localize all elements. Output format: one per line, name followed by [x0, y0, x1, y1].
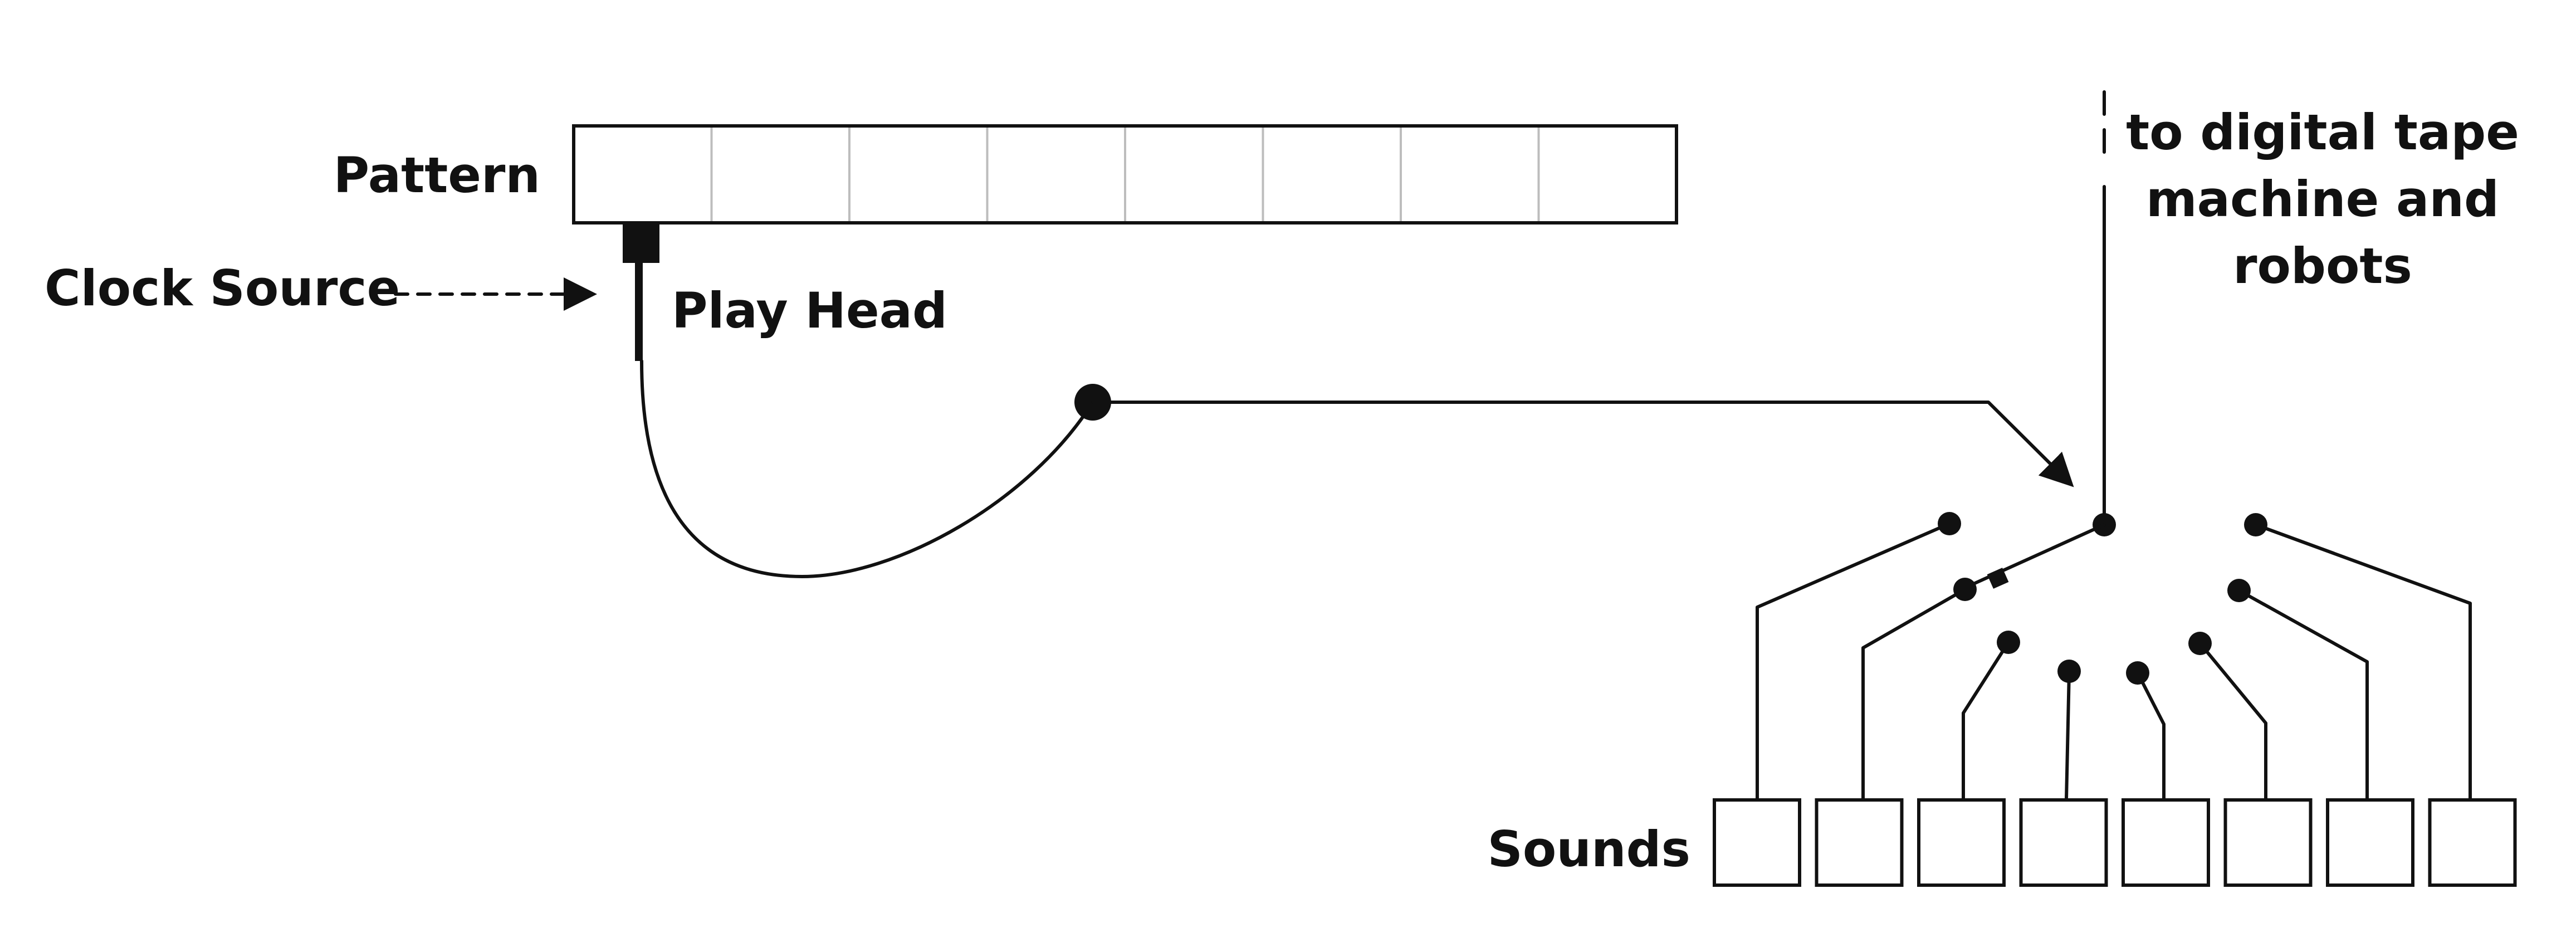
sound-contact-8 [2244, 513, 2472, 801]
play-head-cap [623, 223, 659, 263]
clock-source-label: Clock Source [45, 260, 400, 317]
rotary-selector [1756, 512, 2472, 801]
sound-box-8 [2428, 798, 2517, 887]
sounds-label: Sounds [1487, 821, 1690, 878]
pattern-strip [572, 124, 1678, 224]
sound-contact-4 [2057, 660, 2081, 801]
sound-contact-5 [2126, 661, 2166, 801]
play-head [623, 223, 659, 361]
output-label-line-1: to digital tape [2126, 104, 2519, 161]
output-label-line-2: machine and [2146, 170, 2499, 228]
pattern-step-dividers [710, 128, 1540, 221]
sound-box-3 [1917, 798, 2006, 887]
selector-arm [1963, 523, 2106, 589]
pattern-label: Pattern [334, 147, 540, 204]
sound-box-1 [1713, 798, 1801, 887]
sound-box-row [1713, 798, 2517, 887]
play-head-label: Play Head [672, 282, 947, 339]
sound-contact-6 [2188, 632, 2267, 801]
play-head-cable [640, 359, 1094, 578]
sound-box-2 [1815, 798, 1904, 887]
selector-control-line [1091, 401, 2074, 487]
sound-contact-1 [1756, 512, 1961, 801]
sound-box-5 [2122, 798, 2210, 887]
selector-arm-tab [1987, 568, 2009, 589]
play-head-needle [635, 262, 643, 361]
sound-box-6 [2223, 798, 2313, 887]
sound-contact-3 [1962, 631, 2020, 801]
sound-contact-2 [1861, 578, 1977, 801]
sound-box-7 [2326, 798, 2414, 887]
output-label-line-3: robots [2233, 237, 2412, 295]
sound-box-4 [2019, 798, 2108, 887]
sound-contact-7 [2227, 579, 2369, 801]
